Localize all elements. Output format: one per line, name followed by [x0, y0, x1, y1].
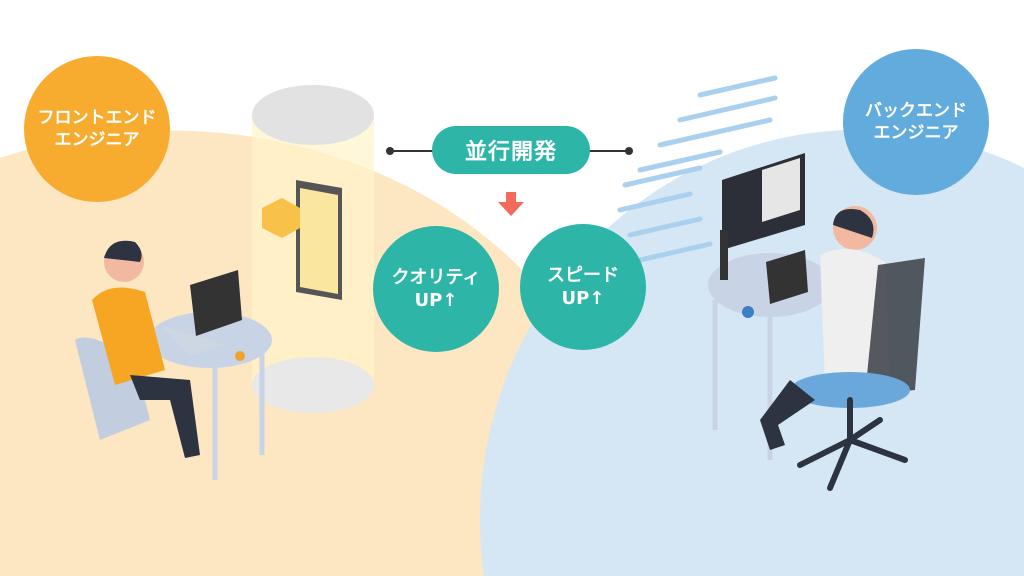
frontend-engineer-badge: フロントエンド エンジニア — [24, 56, 170, 202]
benefit-line1: スピード — [547, 264, 619, 286]
parallel-development-label: 並行開発 — [432, 126, 590, 174]
backend-engineer-badge: バックエンド エンジニア — [843, 49, 989, 195]
connector-left — [390, 150, 434, 152]
speed-up-badge: スピード UP↑ — [520, 224, 646, 350]
connector-dot-left — [386, 147, 394, 155]
phone-display-icon — [252, 85, 374, 413]
frontend-label-line2: エンジニア — [54, 130, 140, 150]
backend-label-line1: バックエンド — [865, 100, 967, 121]
connector-dot-right — [625, 147, 633, 155]
code-streaks-icon — [617, 75, 778, 263]
benefit-line1: クオリティ — [391, 266, 481, 288]
backend-label-line2: エンジニア — [873, 123, 959, 143]
quality-up-badge: クオリティ UP↑ — [373, 226, 499, 352]
arrow-down-icon — [498, 192, 524, 216]
frontend-engineer-figure — [75, 240, 272, 480]
benefit-line2: UP↑ — [561, 288, 605, 309]
backend-engineer-figure — [708, 153, 925, 491]
benefit-line2: UP↑ — [414, 290, 458, 311]
connector-right — [588, 150, 628, 152]
frontend-label-line1: フロントエンド — [37, 107, 157, 128]
